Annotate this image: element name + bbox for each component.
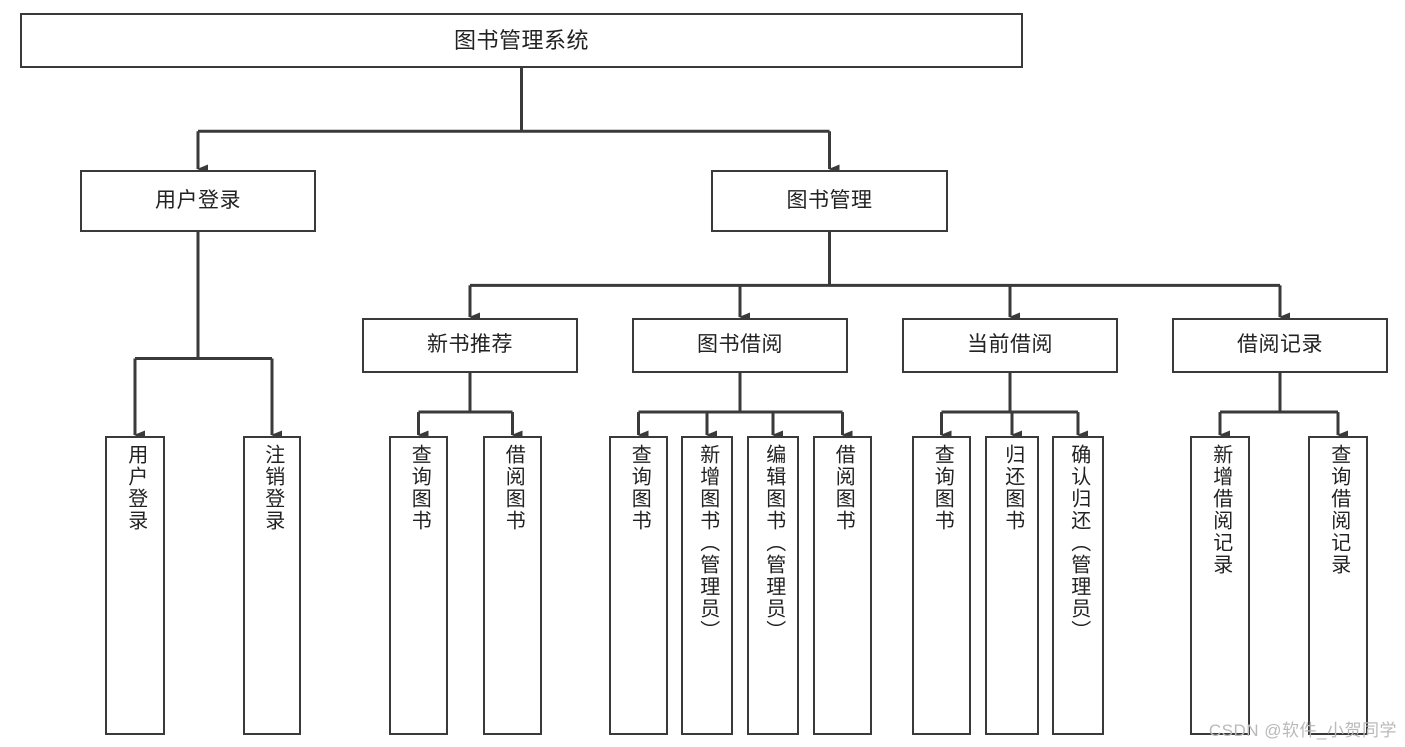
node-label: 注销登录 [261,444,284,532]
node-label: 图书借阅 [697,333,783,357]
node-leaf-return-book[interactable]: 归还图书 [985,436,1039,735]
node-leaf-query-book-1[interactable]: 查询图书 [389,436,448,735]
node-label: 查询图书 [408,444,431,532]
node-label: 用户登录 [155,188,241,212]
node-current-borrow[interactable]: 当前借阅 [902,318,1118,373]
node-book-borrow[interactable]: 图书借阅 [632,318,848,373]
node-label: 图书管理系统 [453,27,589,53]
node-leaf-borrow-book-2[interactable]: 借阅图书 [813,436,872,735]
node-book-manage[interactable]: 图书管理 [711,170,948,232]
node-leaf-edit-book[interactable]: 编辑图书（管理员） [747,436,799,735]
node-leaf-query-book-2[interactable]: 查询图书 [609,436,668,735]
node-label: 借阅记录 [1237,333,1323,357]
node-label: 新增借阅记录 [1209,444,1232,576]
node-leaf-borrow-book-1[interactable]: 借阅图书 [483,436,542,735]
node-label: 查询图书 [628,444,651,532]
node-label: 用户登录 [124,444,147,532]
node-leaf-query-book-3[interactable]: 查询图书 [912,436,971,735]
node-label: 查询图书 [931,444,954,532]
node-label: 新书推荐 [427,333,513,357]
node-label: 图书管理 [786,188,873,212]
node-label: 编辑图书（管理员） [762,444,785,642]
node-label: 确认归还（管理员） [1067,444,1090,642]
node-leaf-query-record[interactable]: 查询借阅记录 [1308,436,1368,735]
node-label: 借阅图书 [502,444,525,532]
node-label: 新增图书（管理员） [696,444,719,642]
node-label: 借阅图书 [832,444,855,532]
node-borrow-record[interactable]: 借阅记录 [1172,318,1388,373]
node-label: 当前借阅 [967,333,1053,357]
node-leaf-user-logout[interactable]: 注销登录 [243,436,301,735]
watermark-text: CSDN @软件_小贺同学 [1208,721,1397,740]
node-leaf-user-login[interactable]: 用户登录 [105,436,165,735]
node-label: 归还图书 [1001,444,1024,532]
node-leaf-add-book[interactable]: 新增图书（管理员） [681,436,733,735]
node-root[interactable]: 图书管理系统 [20,13,1023,68]
node-user-login[interactable]: 用户登录 [80,170,316,232]
node-label: 查询借阅记录 [1327,444,1350,576]
node-leaf-add-record[interactable]: 新增借阅记录 [1190,436,1250,735]
node-leaf-confirm-return[interactable]: 确认归还（管理员） [1052,436,1104,735]
node-new-book-rec[interactable]: 新书推荐 [362,318,578,373]
